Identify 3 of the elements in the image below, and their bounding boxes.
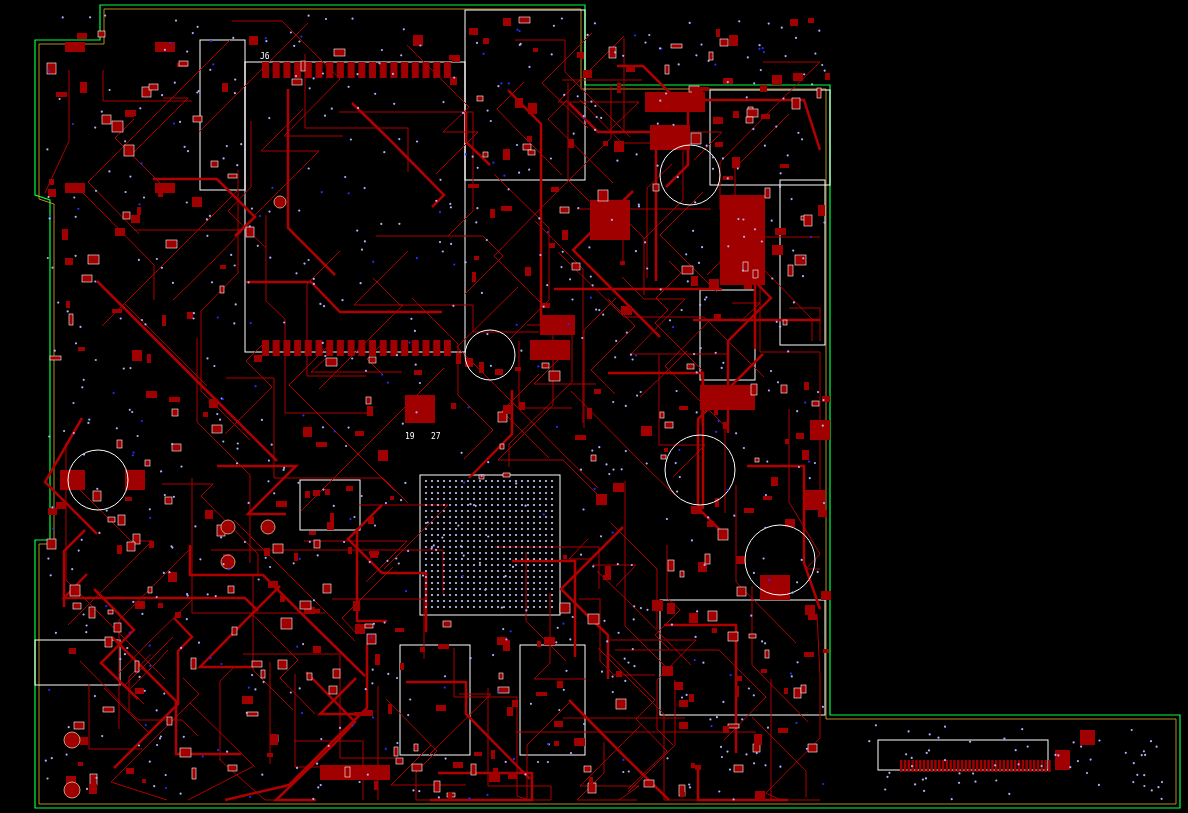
pin-number: 27 [431,432,441,441]
reference-designator: J6 [260,52,270,61]
pin-number: 19 [405,432,415,441]
